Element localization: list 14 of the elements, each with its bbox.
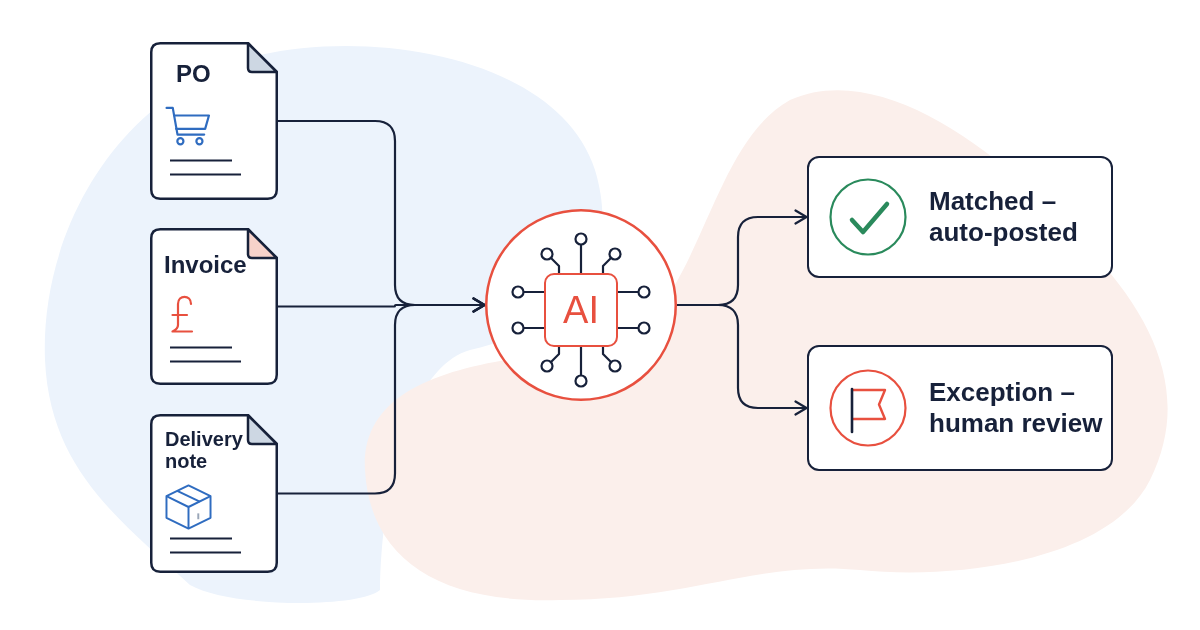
outcome-label: Exception – human review	[929, 377, 1104, 439]
document-title: PO	[176, 60, 211, 88]
ai-hub-circle	[485, 209, 677, 401]
connector-arrow	[278, 297, 486, 495]
document-card	[150, 228, 278, 385]
document-title: Delivery note	[165, 428, 244, 472]
outcome-card	[807, 345, 1113, 471]
processor-chip: AI	[544, 273, 618, 347]
document-title: Invoice	[164, 251, 247, 279]
outcome-label: Matched – auto-posted	[929, 186, 1079, 248]
document-card	[150, 414, 278, 573]
document-card	[150, 42, 278, 200]
connector-arrow	[677, 303, 808, 416]
outcome-card	[807, 156, 1113, 278]
